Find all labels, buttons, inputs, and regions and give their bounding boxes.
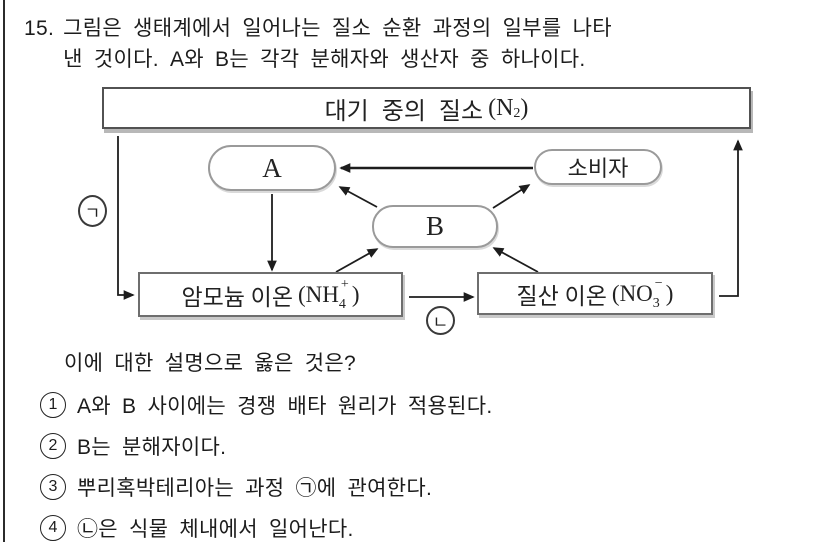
question-number: 15. (24, 17, 55, 40)
choice-list: 1 A와 B 사이에는 경쟁 배타 원리가 적용된다. 2 B는 분해자이다. … (40, 384, 810, 542)
stem-line-2: 낸 것이다. A와 B는 각각 분해자와 생산자 중 하나이다. (63, 48, 586, 71)
choice-2: 2 B는 분해자이다. (40, 425, 810, 466)
choice-1-text: A와 B 사이에는 경쟁 배타 원리가 적용된다. (77, 394, 493, 418)
arrow-b-to-consumer (492, 184, 531, 209)
choice-3-number-icon: 3 (40, 473, 66, 500)
no3-sub-sup: −3 (652, 275, 663, 311)
choice-3-text: 뿌리혹박테리아는 과정 ㉠에 관여한다. (77, 476, 433, 500)
choice-1-number-icon: 1 (40, 391, 66, 418)
question-prompt: 이에 대한 설명으로 옳은 것은? (64, 352, 356, 375)
node-b-box: B (372, 205, 498, 248)
choice-4: 4 ㉡은 식물 체내에서 일어난다. (40, 507, 810, 542)
choice-2-number-icon: 2 (40, 432, 66, 459)
choice-4-number-icon: 4 (40, 514, 66, 541)
choice-1: 1 A와 B 사이에는 경쟁 배타 원리가 적용된다. (40, 384, 810, 425)
no3-formula: (NO−3) (611, 275, 674, 311)
node-b-label: B (425, 211, 444, 241)
consumer-label: 소비자 (567, 156, 629, 181)
consumer-box: 소비자 (534, 149, 662, 185)
node-a-box: A (208, 145, 336, 191)
process-mark-nieun: ㄴ (426, 306, 455, 335)
column-divider-line (3, 0, 5, 542)
nh4-sub-sup: +4 (338, 276, 349, 312)
ammonium-ion-box: 암모늄 이온 (NH+4) (138, 272, 403, 317)
nitrate-ion-box: 질산 이온 (NO−3) (477, 272, 713, 315)
node-a-label: A (262, 152, 282, 183)
stem-line-1: 그림은 생태계에서 일어나는 질소 순환 과정의 일부를 나타 (63, 17, 612, 40)
atmospheric-nitrogen-label: 대기 중의 질소 (324, 98, 484, 125)
process-mark-giyeok: ㄱ (78, 195, 107, 227)
arrow-n2-to-ammonium (117, 136, 135, 300)
ammonium-label: 암모늄 이온 (181, 284, 293, 310)
nitrate-label: 질산 이온 (516, 283, 607, 309)
choice-3: 3 뿌리혹박테리아는 과정 ㉠에 관여한다. (40, 466, 810, 507)
arrow-ammonium-to-b (335, 248, 379, 273)
choice-2-text: B는 분해자이다. (77, 435, 227, 459)
question-stem-text: 그림은 생태계에서 일어나는 질소 순환 과정의 일부를 나타 낸 것이다. A… (63, 13, 612, 75)
choice-4-text: ㉡은 식물 체내에서 일어난다. (77, 517, 354, 541)
arrow-nitrate-to-n2 (719, 139, 743, 297)
question-stem: 15. 그림은 생태계에서 일어나는 질소 순환 과정의 일부를 나타 낸 것이… (24, 13, 814, 75)
arrow-nitrate-to-b (492, 247, 539, 273)
nh4-formula: (NH+4) (298, 276, 360, 312)
arrow-b-to-a (338, 186, 378, 208)
